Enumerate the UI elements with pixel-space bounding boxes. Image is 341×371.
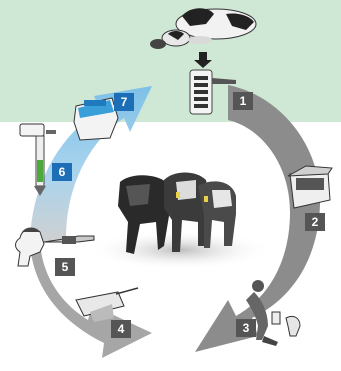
colostrum-dispenser-icon (19, 123, 56, 196)
step-3-badge: 3 (236, 319, 256, 337)
step-number: 2 (311, 215, 319, 229)
blue-cycle-arrow (30, 86, 152, 245)
step-7-badge: 7 (114, 93, 134, 111)
resting-cows-illustration (150, 8, 257, 49)
calves-photo (88, 172, 272, 270)
colostrum-thaw-bath-icon (73, 97, 119, 141)
oral-drench-tube-icon (15, 227, 95, 267)
step-number: 4 (117, 322, 125, 336)
step-5-badge: 5 (55, 258, 75, 276)
milk-sampling-meter-icon (189, 69, 236, 115)
feeding-bucket-icon (75, 287, 139, 322)
step-number: 7 (120, 95, 128, 109)
step-2-badge: 2 (305, 213, 325, 231)
step-number: 3 (242, 321, 250, 335)
step-1-badge: 1 (233, 92, 253, 110)
step-number: 5 (61, 260, 69, 274)
step-number: 6 (58, 165, 66, 179)
step-number: 1 (239, 94, 247, 108)
green-background-band (0, 0, 341, 122)
sample-cooler-box-icon (287, 165, 333, 209)
down-arrow (194, 52, 212, 68)
step-4-badge: 4 (111, 320, 131, 338)
step-6-badge: 6 (52, 163, 72, 181)
gray-cycle-arrow (195, 85, 321, 352)
calf-feeding-person-icon (246, 280, 301, 346)
